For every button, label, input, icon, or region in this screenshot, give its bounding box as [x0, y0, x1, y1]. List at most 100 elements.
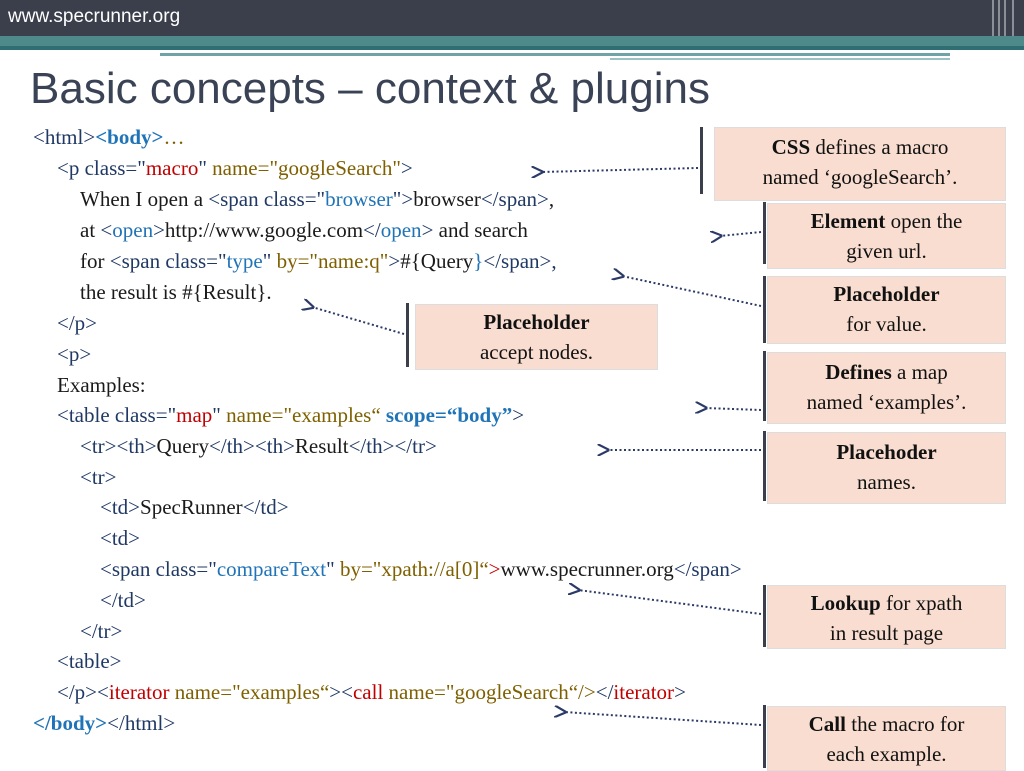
code-token: name="googleSearch" — [212, 156, 401, 180]
callout-bar — [700, 127, 703, 194]
code-line: </body></html> — [33, 708, 175, 739]
code-token: </ — [595, 680, 614, 704]
code-token: > — [488, 557, 501, 581]
code-token: " — [212, 403, 227, 427]
callout-text: named ‘googleSearch’. — [762, 165, 958, 189]
code-token: http://www.google.com — [164, 218, 364, 242]
code-line: for <span class="type" by="name:q">#{Que… — [80, 246, 557, 277]
code-token: name="googleSearch“/> — [388, 680, 596, 704]
code-token: and search — [433, 218, 528, 242]
code-token: at — [80, 218, 101, 242]
callout-element: Element open the given url. — [767, 203, 1006, 269]
header-divider — [1004, 0, 1006, 36]
code-line: </p><iterator name="examples“><call name… — [57, 677, 686, 708]
code-token: macro — [145, 156, 199, 180]
code-token: open — [112, 218, 154, 242]
callout-bar — [406, 303, 409, 367]
code-token: <td> — [100, 495, 141, 519]
code-token: by="xpath://a[0]“ — [339, 557, 489, 581]
code-token: scope=“body” — [385, 403, 513, 427]
header-band — [610, 58, 950, 60]
code-token: call — [352, 680, 384, 704]
header-divider — [1012, 0, 1014, 36]
callout-placeholder-names: Placehoder names. — [767, 432, 1006, 504]
callout-keyword: Placehoder — [836, 440, 937, 464]
code-line: <tr> — [80, 465, 117, 489]
code-token: iterator — [613, 680, 675, 704]
code-token: > — [421, 218, 434, 242]
code-token: iterator — [108, 680, 170, 704]
code-token: Result — [294, 434, 349, 458]
code-line: <html><body>… — [33, 122, 185, 153]
callout-bar — [763, 276, 766, 343]
code-token: </th><th> — [209, 434, 295, 458]
code-token: <body> — [95, 125, 164, 149]
callout-text: each example. — [826, 742, 947, 766]
top-bar: www.specrunner.org — [0, 0, 1024, 36]
code-token: name="examples“ — [174, 680, 330, 704]
callout-placeholder-value: Placeholder for value. — [767, 276, 1006, 344]
callout-keyword: Call — [808, 712, 846, 736]
code-token: </span> — [483, 249, 552, 273]
callout-bar — [763, 351, 766, 421]
callout-keyword: Element — [810, 209, 886, 233]
code-token: , — [548, 187, 555, 211]
callout-text: accept nodes. — [479, 340, 594, 364]
callout-keyword: Placeholder — [833, 282, 940, 306]
header-divider — [998, 0, 1000, 36]
callout-text: for value. — [846, 312, 927, 336]
callout-text: defines a macro — [810, 135, 949, 159]
code-line: Examples: — [57, 373, 146, 397]
callout-keyword: CSS — [771, 135, 811, 159]
callout-defines-map: Defines a map named ‘examples’. — [767, 352, 1006, 424]
code-line: <table class="map" name="examples“ scope… — [57, 400, 524, 431]
header-band — [0, 46, 1024, 50]
code-line: <td>SpecRunner</td> — [100, 492, 289, 523]
arrow-css — [541, 168, 699, 172]
code-token: </span> — [673, 557, 742, 581]
arrow-placeholder-value — [622, 276, 762, 307]
header-divider — [992, 0, 994, 36]
code-token: #{Query — [400, 249, 474, 273]
code-line: <table> — [57, 649, 122, 673]
header-band — [160, 53, 950, 56]
code-token: <span class=" — [208, 187, 326, 211]
code-token: browser — [413, 187, 481, 211]
code-token: <span class=" — [100, 557, 217, 581]
code-token: for — [80, 249, 110, 273]
callout-bar — [763, 705, 766, 768]
callout-text: open the — [885, 209, 963, 233]
code-token: <table class=" — [57, 403, 177, 427]
site-url: www.specrunner.org — [8, 6, 181, 27]
code-line: at <open>http://www.google.com</open> an… — [80, 215, 528, 246]
code-token: Query — [156, 434, 210, 458]
code-token: </span> — [480, 187, 549, 211]
code-token: … — [163, 125, 185, 149]
code-token: map — [176, 403, 213, 427]
code-token: <p class=" — [57, 156, 146, 180]
code-token: } — [473, 249, 484, 273]
code-token: </html> — [107, 711, 176, 735]
callout-keyword: Defines — [825, 360, 892, 384]
code-token: < — [100, 218, 113, 242]
code-token: >< — [329, 680, 353, 704]
code-line: </tr> — [80, 619, 123, 643]
code-token: > — [674, 680, 686, 704]
code-token: > — [388, 249, 401, 273]
code-token: "> — [392, 187, 414, 211]
code-token: > — [400, 156, 413, 180]
code-token: <tr><th> — [80, 434, 157, 458]
callout-text: names. — [857, 470, 916, 494]
code-token: > — [512, 403, 525, 427]
code-line: the result is #{Result}. — [80, 280, 272, 304]
arrow-placeholder-nodes — [312, 307, 405, 335]
code-token: " — [326, 557, 340, 581]
arrow-element — [720, 232, 762, 236]
callout-text: named ‘examples’. — [806, 390, 967, 414]
code-line: <span class="compareText" by="xpath://a[… — [100, 554, 742, 585]
callout-text: in result page — [829, 621, 944, 645]
code-token: </td> — [242, 495, 289, 519]
code-line: When I open a <span class="browser">brow… — [80, 184, 554, 215]
code-token: </ — [363, 218, 381, 242]
callout-keyword: Lookup — [810, 591, 881, 615]
